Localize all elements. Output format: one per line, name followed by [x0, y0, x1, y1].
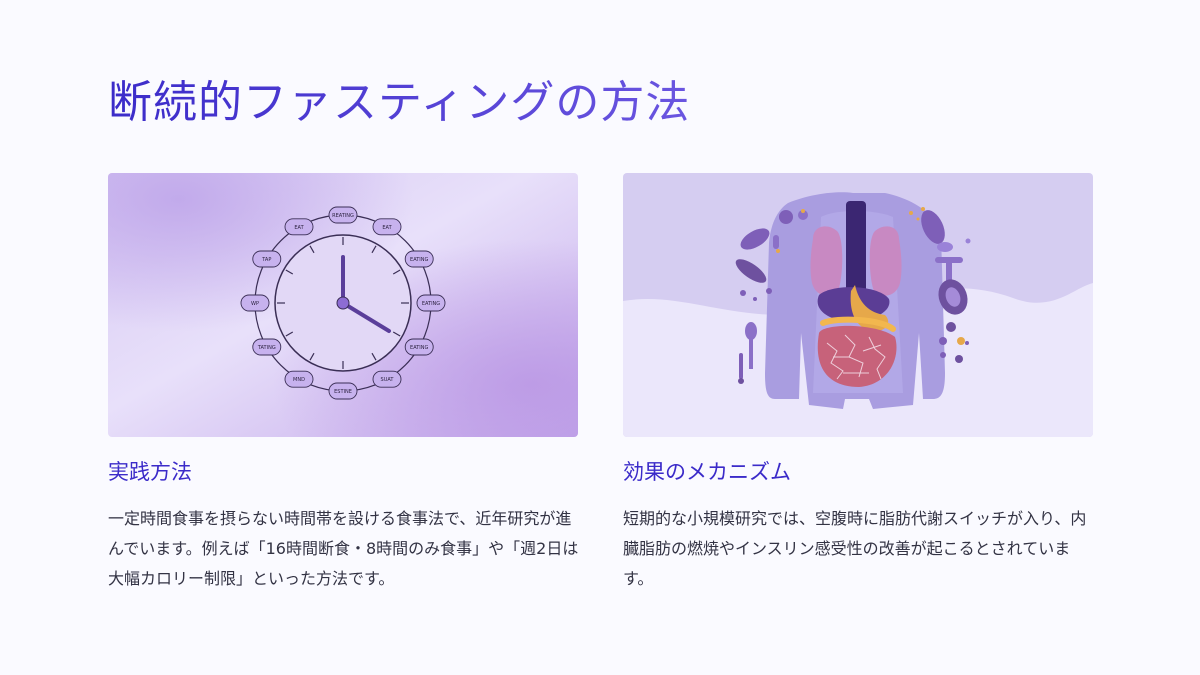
clock-label: TATING	[252, 338, 282, 356]
esophagus	[846, 201, 866, 301]
svg-text:MND: MND	[293, 377, 305, 383]
clock-label: MND	[284, 370, 314, 388]
clock-label: REATING	[328, 206, 358, 224]
left-section-heading: 実践方法	[108, 460, 192, 484]
clock-label: TAP	[252, 250, 282, 268]
clock-illustration: REATING EAT EATING EATING EATING SUAT ESTINE MN…	[108, 173, 578, 437]
right-lung	[869, 226, 902, 296]
right-section-body: 短期的な小規模研究では、空腹時に脂肪代謝スイッチが入り、内臓脂肪の燃焼やインスリ…	[623, 509, 1087, 588]
clock-label: EATING	[404, 338, 434, 356]
anatomy-illustration	[623, 173, 1093, 437]
svg-text:SUAT: SUAT	[381, 377, 395, 383]
svg-text:TATING: TATING	[257, 345, 276, 351]
svg-text:REATING: REATING	[332, 213, 354, 219]
svg-text:WP: WP	[251, 301, 259, 307]
intestines	[817, 325, 897, 387]
svg-text:ESTINE: ESTINE	[334, 389, 352, 395]
clock-minute-hand	[341, 301, 391, 333]
clock-label: ESTINE	[328, 382, 358, 400]
left-section-body: 一定時間食事を摂らない時間帯を設ける食事法で、近年研究が進んでいます。例えば「1…	[108, 509, 579, 588]
clock-label: SUAT	[372, 370, 402, 388]
clock-center	[336, 296, 350, 310]
clock-ticks	[277, 237, 409, 369]
clock-tick	[285, 269, 294, 275]
svg-text:EAT: EAT	[382, 225, 392, 231]
svg-text:EATING: EATING	[410, 345, 428, 351]
svg-text:EATING: EATING	[422, 301, 440, 307]
clock-tick	[309, 245, 315, 254]
clock-label: EAT	[284, 218, 314, 236]
clock-label-group: REATING EAT EATING EATING EATING SUAT ESTINE MN…	[240, 206, 446, 400]
clock-tick	[371, 245, 377, 254]
svg-text:EAT: EAT	[294, 225, 304, 231]
clock-tick	[371, 352, 377, 361]
clock-tick	[392, 331, 401, 337]
clock-label: EATING	[416, 294, 446, 312]
left-lung	[810, 226, 843, 296]
clock-label: EAT	[372, 218, 402, 236]
clock-label: EATING	[404, 250, 434, 268]
clock-tick	[392, 269, 401, 275]
clock-tick	[309, 352, 315, 361]
clock-tick	[285, 331, 294, 337]
page-title: 断続的ファスティングの方法	[108, 66, 690, 130]
svg-text:EATING: EATING	[410, 257, 428, 263]
clock-label: WP	[240, 294, 270, 312]
right-section-heading: 効果のメカニズム	[623, 460, 791, 484]
svg-text:TAP: TAP	[261, 257, 271, 263]
